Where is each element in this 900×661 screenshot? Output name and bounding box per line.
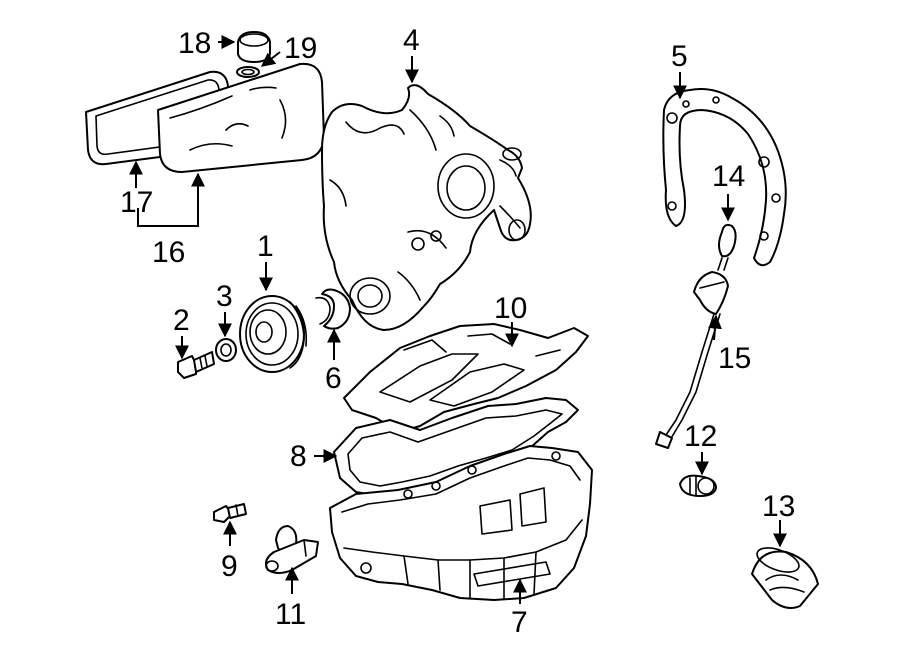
callout-18: 18 <box>178 27 211 60</box>
callout-14: 14 <box>712 160 745 193</box>
part-14-dipstick-handle <box>717 223 737 271</box>
callout-16: 16 <box>152 236 185 269</box>
part-3-washer <box>215 338 237 362</box>
callout-1: 1 <box>257 230 274 263</box>
part-12-fitting <box>679 474 717 497</box>
callout-9: 9 <box>221 550 238 583</box>
callout-5: 5 <box>671 40 688 73</box>
callout-8: 8 <box>290 440 307 473</box>
callout-17: 17 <box>120 186 153 219</box>
callout-labels: 18 19 4 5 14 15 1 2 3 6 10 8 7 9 11 12 1… <box>120 24 795 639</box>
part-18-oil-filler-cap <box>237 31 271 63</box>
part-4-timing-cover <box>321 84 532 331</box>
callout-12: 12 <box>684 420 717 453</box>
part-19-o-ring <box>236 66 260 78</box>
part-16-valve-cover <box>157 62 325 173</box>
part-6-crankshaft-seal <box>315 288 351 330</box>
callout-7: 7 <box>511 606 528 639</box>
callout-3: 3 <box>216 280 233 313</box>
part-11-oil-pressure-sensor <box>265 525 319 574</box>
part-7-oil-pan <box>329 445 593 601</box>
callout-2: 2 <box>173 304 190 337</box>
callout-4: 4 <box>403 24 420 57</box>
callout-6: 6 <box>325 362 342 395</box>
part-9-drain-plug <box>213 503 247 523</box>
part-1-crankshaft-pulley <box>239 295 308 373</box>
part-15-dipstick-tube <box>655 271 729 449</box>
part-2-bolt <box>177 351 215 379</box>
callout-15: 15 <box>718 342 751 375</box>
callout-13: 13 <box>762 490 795 523</box>
callout-19: 19 <box>284 32 317 65</box>
leader-lines <box>129 35 787 604</box>
part-5-front-cover-gasket <box>662 88 787 267</box>
callout-11: 11 <box>275 598 306 631</box>
part-13-oil-filter <box>751 547 819 609</box>
callout-10: 10 <box>494 292 527 325</box>
